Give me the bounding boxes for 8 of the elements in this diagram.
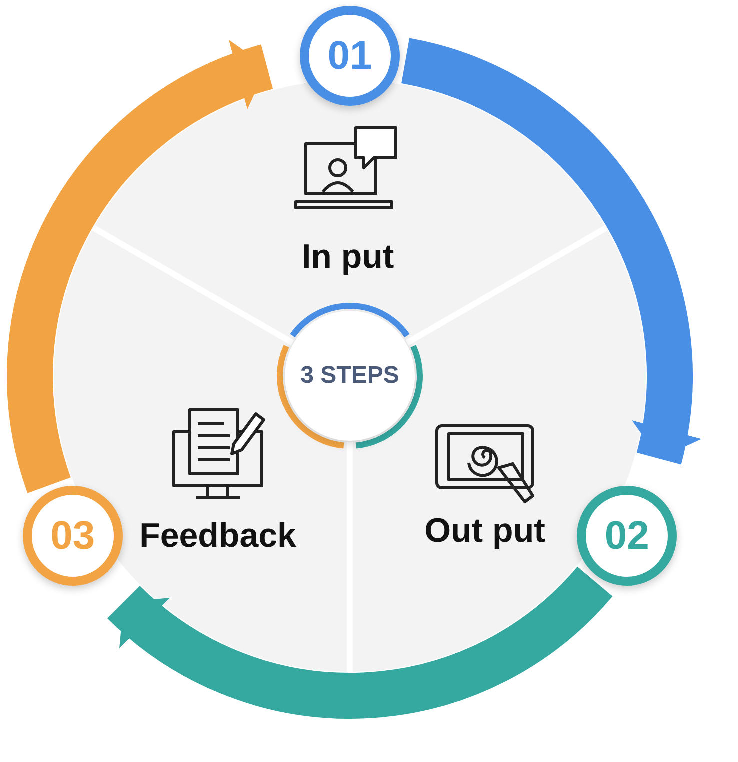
step-number-badge: 03 — [22, 486, 123, 586]
cycle-arrow — [400, 38, 700, 464]
cycle-arrow — [7, 42, 275, 492]
step-title: Feedback — [140, 517, 296, 556]
step-number-badge: 01 — [300, 6, 400, 106]
step-number-badge: 02 — [577, 486, 678, 586]
step-title: In put — [302, 238, 394, 277]
step-title: Out put — [424, 512, 546, 551]
